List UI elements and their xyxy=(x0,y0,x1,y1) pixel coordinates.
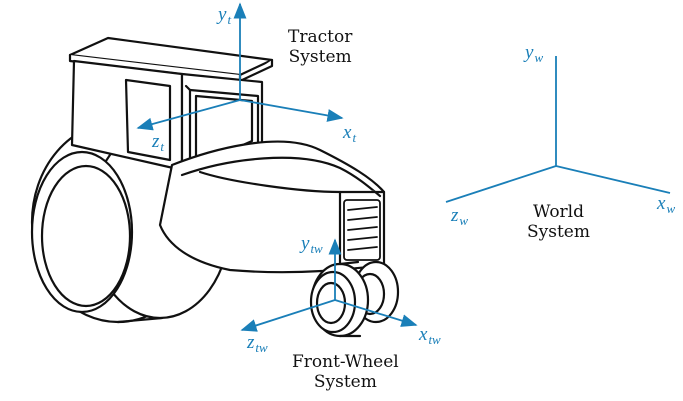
hood xyxy=(158,140,386,274)
world-axes xyxy=(445,56,671,203)
world-x-axis xyxy=(555,165,671,194)
front-wheel-z-axis xyxy=(240,299,336,332)
grille xyxy=(343,199,381,261)
tractor-x-label: xt xyxy=(343,122,357,145)
front-wheel-system-label: Front-Wheel System xyxy=(292,352,399,392)
front-wheel-y-label: ytw xyxy=(301,233,323,256)
world-system-label: World System xyxy=(527,202,590,242)
tractor-system-label-line1: Tractor xyxy=(288,27,353,47)
front-wheel-z-label: ztw xyxy=(247,332,268,355)
front-wheels xyxy=(309,260,400,338)
front-wheel-x-label: xtw xyxy=(419,324,441,347)
world-system-label-line2: System xyxy=(527,222,590,242)
tractor-z-axis xyxy=(136,99,241,131)
tractor-x-axis xyxy=(239,99,344,122)
front-wheel-x-axis xyxy=(334,299,418,327)
world-y-label: yw xyxy=(525,42,544,65)
world-z-axis xyxy=(445,165,557,203)
world-system-label-line1: World xyxy=(533,202,584,222)
tractor-z-label: zt xyxy=(152,131,165,154)
tractor-axes xyxy=(136,2,344,131)
tractor-system-label-line2: System xyxy=(288,47,352,67)
tractor-system-label: Tractor System xyxy=(288,27,352,67)
front-wheel-system-label-line2: System xyxy=(313,372,377,392)
tractor-drawing xyxy=(30,36,400,338)
front-wheel-system-label-line1: Front-Wheel xyxy=(292,352,399,372)
front-wheel-axes xyxy=(240,238,418,332)
world-x-label: xw xyxy=(657,193,676,216)
tractor-y-label: yt xyxy=(218,4,232,27)
world-z-label: zw xyxy=(451,205,469,228)
